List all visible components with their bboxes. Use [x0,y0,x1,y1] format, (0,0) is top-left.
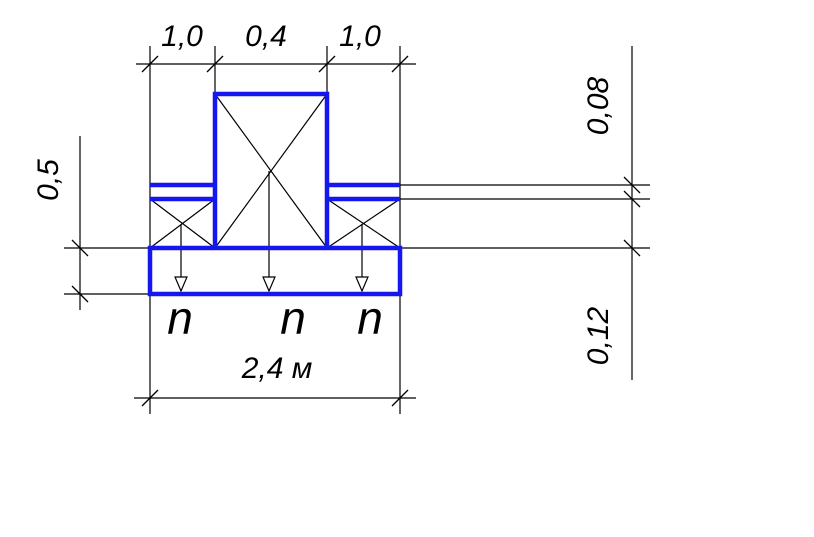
tick-mark [391,55,409,73]
central-column [212,91,330,248]
tick-mark [206,55,224,73]
structure-outline [147,91,403,297]
tick-mark [141,55,159,73]
load-label-center: n [280,292,306,344]
tick-mark [623,239,641,257]
dim-right-upper: 0,08 [582,76,615,135]
dim-top-left: 1,0 [161,20,203,53]
left-dimension: 0,5 [32,136,150,310]
bottom-dimension: 2,4 м [134,294,416,414]
tick-mark [623,176,641,194]
cross-diagonal [149,198,216,249]
dim-right-lower: 0,12 [582,306,615,365]
load-labels: n n n [167,292,383,344]
tick-mark [318,55,336,73]
load-label-left: n [167,292,193,344]
cross-hatch [149,93,401,249]
load-label-right: n [357,292,383,344]
dim-top-middle: 0,4 [245,20,287,53]
tick-mark [141,389,159,407]
cross-diagonal [214,93,328,249]
cross-diagonal [326,198,401,249]
load-arrows [174,171,369,293]
tick-mark [71,285,89,303]
dim-overall-width: 2,4 м [241,352,313,385]
tick-mark [71,239,89,257]
foundation-slab [147,245,403,297]
arrowhead [174,276,188,293]
dim-top-right: 1,0 [339,20,381,53]
right-dimension: 0,08 0,12 [400,46,650,380]
dim-left-height: 0,5 [32,159,65,201]
tick-mark [623,190,641,208]
arrowhead [262,276,276,293]
top-dimension-chain: 1,0 0,4 1,0 [136,20,416,248]
tick-mark [391,389,409,407]
arrowhead [355,276,369,293]
